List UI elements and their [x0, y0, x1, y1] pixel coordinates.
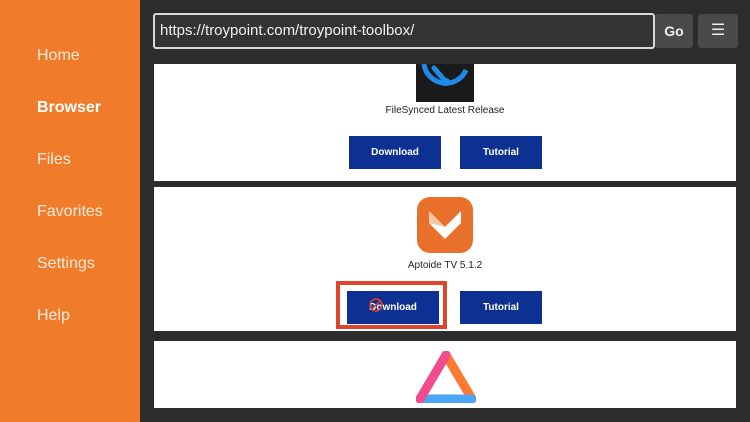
- sidebar-item-favorites[interactable]: Favorites: [37, 203, 103, 220]
- triangle-logo-icon: [416, 351, 476, 403]
- url-input[interactable]: https://troypoint.com/troypoint-toolbox/: [153, 13, 655, 49]
- cursor-icon: [369, 298, 383, 312]
- tutorial-button[interactable]: Tutorial: [460, 136, 542, 169]
- highlight-box: [336, 281, 447, 329]
- menu-button[interactable]: ☰: [698, 14, 738, 48]
- go-button[interactable]: Go: [655, 14, 693, 48]
- sidebar-item-settings[interactable]: Settings: [37, 255, 95, 272]
- web-page-viewport[interactable]: FileSynced Latest Release Download Tutor…: [152, 62, 742, 410]
- download-button[interactable]: Download: [347, 291, 439, 324]
- sidebar-item-browser[interactable]: Browser: [37, 99, 102, 116]
- app-name: Aptoide TV 5.1.2: [407, 260, 483, 271]
- sidebar-item-home[interactable]: Home: [37, 47, 80, 64]
- app-name: FileSynced Latest Release: [385, 105, 505, 116]
- app-card-filesynced: FileSynced Latest Release Download Tutor…: [152, 62, 738, 183]
- tutorial-button[interactable]: Tutorial: [460, 291, 542, 324]
- filesynced-logo-icon: [416, 64, 474, 102]
- sidebar: Home Browser Files Favorites Settings He…: [0, 0, 140, 422]
- download-label: Download: [369, 302, 417, 313]
- sidebar-item-files[interactable]: Files: [37, 151, 71, 168]
- browser-main: https://troypoint.com/troypoint-toolbox/…: [140, 0, 750, 422]
- sidebar-item-help[interactable]: Help: [37, 307, 70, 324]
- app-card-partial: [152, 339, 738, 410]
- app-card-aptoide: Aptoide TV 5.1.2 Download Tutorial: [152, 185, 738, 333]
- download-button[interactable]: Download: [349, 136, 441, 169]
- hamburger-menu-icon: ☰: [710, 22, 726, 39]
- aptoide-logo-icon: [417, 197, 473, 253]
